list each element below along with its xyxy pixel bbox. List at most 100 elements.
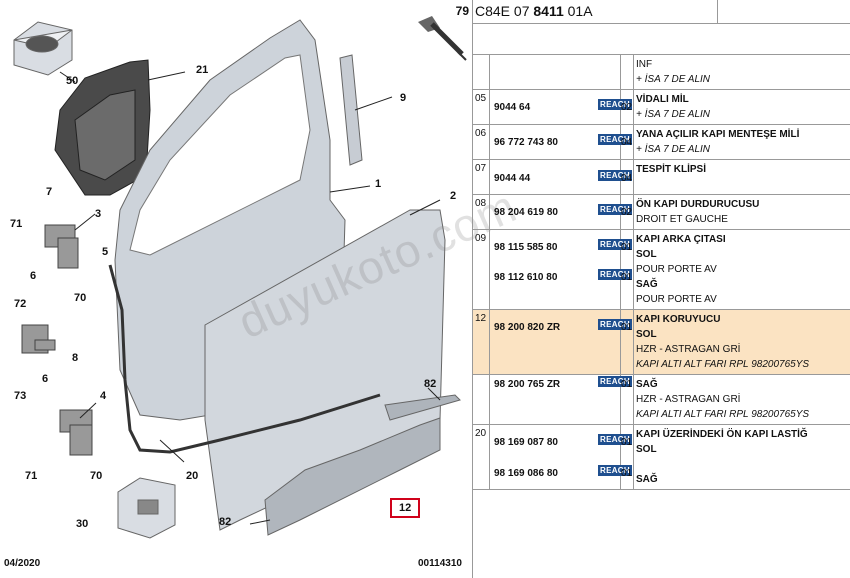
- quantity-cell: 01: [621, 375, 634, 424]
- description-line: [636, 457, 850, 472]
- part-30-box: [117, 477, 176, 539]
- part-number[interactable]: 98 200 820 ZR: [494, 321, 561, 333]
- reach-badge: REACH: [598, 170, 632, 181]
- callout-1: 1: [375, 178, 382, 190]
- part-number[interactable]: 9044 64: [494, 101, 531, 113]
- table-row[interactable]: INF+ İSA 7 DE ALIN: [473, 55, 850, 90]
- callout-8: 8: [72, 352, 79, 364]
- description-line: TESPİT KLİPSİ: [636, 164, 707, 175]
- part-12-protector: [264, 417, 441, 536]
- description-line: SAĞ: [636, 379, 658, 390]
- part-number-cell: 98 200 820 ZR REACH: [490, 310, 632, 374]
- description-line: + İSA 7 DE ALIN: [636, 144, 711, 155]
- description-line: SOL: [636, 249, 657, 260]
- quantity: 02: [621, 207, 633, 219]
- description-cell: TESPİT KLİPSİ: [634, 160, 850, 194]
- part-20-seal: [108, 264, 381, 454]
- callout-70: 70: [74, 292, 87, 304]
- callout-21: 21: [196, 64, 209, 76]
- description-line: + İSA 7 DE ALIN: [636, 109, 711, 120]
- description-line: + İSA 7 DE ALIN: [636, 74, 711, 85]
- rivet-icon: [418, 16, 467, 61]
- part-number[interactable]: 98 204 619 80: [494, 207, 558, 219]
- description-line: SAĞ: [636, 474, 658, 485]
- row-index: 20: [473, 425, 490, 489]
- callout-6-lower: 6: [42, 373, 49, 385]
- quantity: 01: [621, 436, 633, 448]
- part-number[interactable]: 98 169 086 80: [494, 468, 558, 479]
- quantity: 04: [621, 173, 633, 184]
- callout-82-bottom: 82: [219, 516, 232, 528]
- description-cell: INF+ İSA 7 DE ALIN: [634, 55, 850, 89]
- description-line: POUR PORTE AV: [636, 294, 717, 305]
- reach-badge: REACH: [598, 376, 632, 387]
- quantity: 01: [621, 241, 633, 253]
- reach-badge: REACH: [598, 133, 632, 145]
- callout-50: 50: [66, 75, 79, 87]
- callout-5: 5: [102, 246, 109, 258]
- row-index: [473, 55, 490, 89]
- callout-7: 7: [46, 186, 53, 198]
- reach-badge: REACH: [598, 238, 632, 250]
- quantity: 01: [621, 321, 633, 333]
- callout-73: 73: [14, 390, 27, 402]
- part-82-strip: [384, 394, 461, 421]
- row-index: [473, 375, 490, 424]
- description-line: SOL: [636, 329, 657, 340]
- part-number-cell: 98 200 765 ZR REACH: [490, 375, 632, 424]
- part-number[interactable]: 98 115 585 80: [494, 241, 558, 253]
- exploded-parts-diagram: 50 21 9 1 2 7 3 71 5 6 70 72 8 73 4 82 2…: [4, 19, 524, 569]
- quantity-cell: 02: [621, 195, 634, 229]
- part-number-cell: 96 772 743 80 REACH: [490, 125, 632, 159]
- hinge-upper: [44, 224, 79, 269]
- callout-70-lower: 70: [90, 470, 103, 482]
- row-index: 07: [473, 160, 490, 194]
- quantity: 04: [621, 136, 633, 148]
- callout-4: 4: [100, 390, 107, 402]
- callout-3: 3: [95, 208, 102, 220]
- callout-6: 6: [30, 270, 37, 282]
- description-line: HZR - ASTRAGAN GRİ: [636, 344, 741, 355]
- quantity: 01: [621, 379, 633, 390]
- part-number[interactable]: 98 200 765 ZR: [494, 379, 561, 390]
- diagram-date: 04/2020: [4, 558, 41, 569]
- part-number[interactable]: 98 169 087 80: [494, 436, 558, 448]
- part-number[interactable]: 9044 44: [494, 173, 531, 184]
- callout-2: 2: [450, 190, 457, 202]
- part-number[interactable]: 96 772 743 80: [494, 136, 558, 148]
- divider: [472, 0, 473, 578]
- callout-12-highlighted[interactable]: 12: [390, 498, 421, 518]
- description-line: KAPI ARKA ÇITASI: [636, 234, 726, 245]
- description-line: POUR PORTE AV: [636, 264, 717, 275]
- quantity-cell: 01: [621, 310, 634, 374]
- reach-badge: REACH: [598, 318, 632, 330]
- callout-71-lower: 71: [25, 470, 38, 482]
- part-number[interactable]: 98 112 610 80: [494, 271, 558, 283]
- door-parts-illustration: [13, 19, 461, 539]
- quantity-cell: [621, 55, 634, 89]
- callout-71: 71: [10, 218, 23, 230]
- description-line: HZR - ASTRAGAN GRİ: [636, 394, 741, 405]
- header-spacer: [473, 24, 850, 55]
- part-79-thumbnail[interactable]: 79: [410, 2, 473, 72]
- quantity-cell: 02: [621, 90, 634, 124]
- row-index: 05: [473, 90, 490, 124]
